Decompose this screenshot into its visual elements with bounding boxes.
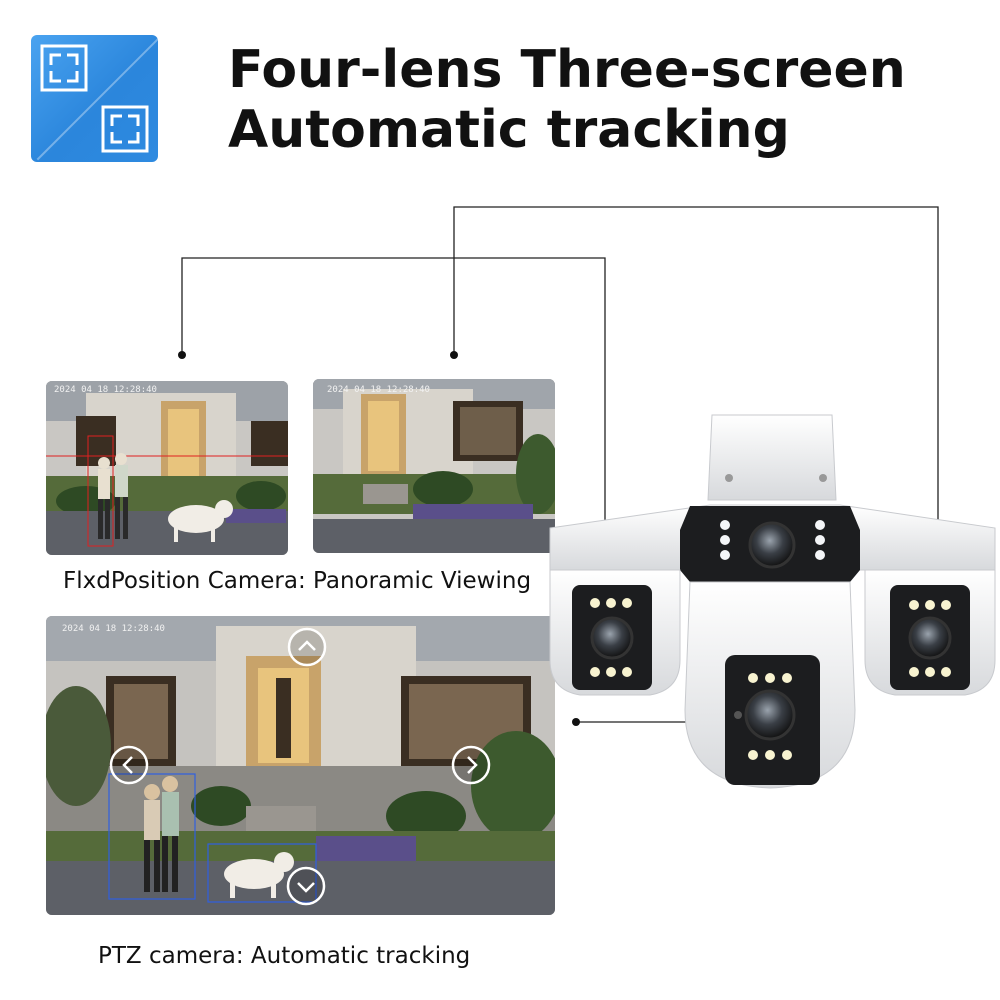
fixed-camera-caption: FlxdPosition Camera: Panoramic Viewing: [63, 568, 532, 594]
page-title: Four-lens Three-screen Automatic trackin…: [228, 40, 988, 160]
title-line-2: Automatic tracking: [228, 100, 790, 160]
chevron-down-icon[interactable]: [285, 865, 327, 907]
timestamp: 2024 04 18 12:28:40: [54, 385, 157, 395]
fixed-camera-screen-right: 2024 04 18 12:28:40: [313, 379, 555, 553]
four-lens-camera: [549, 414, 996, 789]
timestamp: 2024 04 18 12:28:40: [62, 624, 165, 634]
split-screen-frames-icon: [31, 35, 158, 162]
timestamp: 2024 04 18 12:28:40: [327, 385, 430, 395]
chevron-up-icon[interactable]: [286, 626, 328, 668]
chevron-left-icon[interactable]: [108, 744, 150, 786]
ptz-camera-screen: 2024 04 18 12:28:40: [46, 616, 555, 915]
fixed-camera-screen-left: 2024 04 18 12:28:40: [46, 381, 288, 555]
title-line-1: Four-lens Three-screen: [228, 40, 906, 100]
ptz-camera-caption: PTZ camera: Automatic tracking: [98, 943, 471, 969]
chevron-right-icon[interactable]: [450, 744, 492, 786]
